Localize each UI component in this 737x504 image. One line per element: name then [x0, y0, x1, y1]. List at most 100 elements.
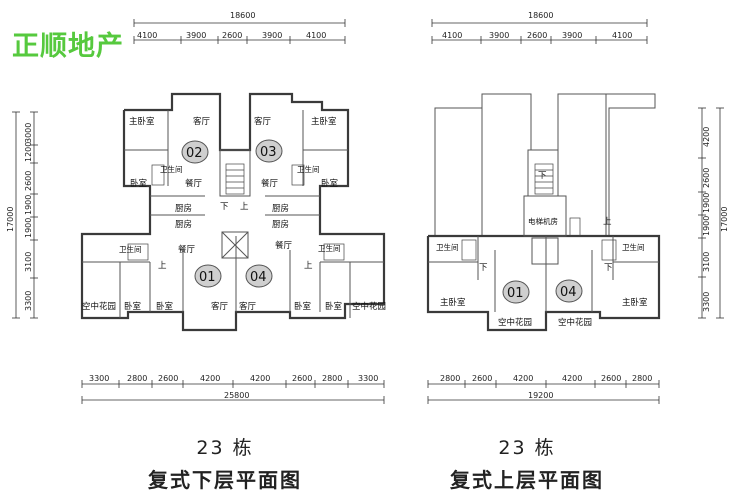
- upper-bottom-dimensions: 2800 2600 4200 4200 2600 2800 19200: [427, 374, 660, 404]
- lower-top-seg-1: 4100: [137, 31, 157, 40]
- upper-top-seg-1: 4100: [442, 31, 462, 40]
- upper-bathroom-01: 卫生间: [436, 242, 459, 252]
- upper-top-seg-4: 3900: [562, 31, 582, 40]
- unit-03-marker: [255, 139, 283, 163]
- upper-right-seg-6: 3300: [702, 292, 711, 312]
- lower-left-seg-1: 3000: [24, 123, 33, 143]
- upper-stairs: [461, 163, 617, 261]
- lower-sky-garden-right: 空中花园: [352, 301, 386, 312]
- lower-stair-up-01: 上: [158, 261, 167, 271]
- upper-building-number: 23 栋: [498, 437, 556, 459]
- lower-building-number: 23 栋: [196, 437, 254, 459]
- lower-stair-up-04: 上: [304, 261, 313, 271]
- upper-bottom-seg-5: 2600: [601, 374, 621, 383]
- lower-bottom-seg-1: 3300: [89, 374, 109, 383]
- upper-top-seg-2: 3900: [489, 31, 509, 40]
- lower-stair-down: 下: [220, 202, 229, 212]
- lower-living-room-03: 客厅: [254, 116, 272, 127]
- upper-right-seg-4: 1900: [702, 216, 711, 236]
- upper-master-bedroom-01: 主卧室: [440, 297, 466, 308]
- lower-living-room-01: 客厅: [211, 301, 229, 312]
- upper-top-dimensions: 18600 4100 3900 2600 3900 4100: [431, 11, 648, 44]
- lower-dining-01: 餐厅: [178, 245, 196, 255]
- upper-elevator-room: 电梯机房: [528, 216, 558, 226]
- upper-unit-01-label: 01: [507, 286, 524, 301]
- upper-bottom-total: 19200: [528, 391, 553, 400]
- upper-bottom-seg-6: 2800: [632, 374, 652, 383]
- lower-living-room-04: 客厅: [239, 301, 257, 312]
- unit-04-marker: [245, 264, 273, 288]
- upper-stair-up: 上: [603, 217, 612, 227]
- upper-stair-down-01: 下: [479, 263, 488, 273]
- upper-bottom-seg-2: 2600: [472, 374, 492, 383]
- upper-bottom-seg-3: 4200: [513, 374, 533, 383]
- upper-bottom-seg-1: 2800: [440, 374, 460, 383]
- lower-master-bedroom-left: 主卧室: [129, 116, 155, 127]
- lower-bedroom-04a: 卧室: [294, 301, 312, 312]
- upper-right-seg-1: 4200: [702, 127, 711, 147]
- upper-right-seg-2: 2600: [702, 168, 711, 188]
- lower-kitchen-3: 厨房: [175, 219, 192, 230]
- lower-bedroom-04b: 卧室: [325, 301, 343, 312]
- lower-bathroom-02: 卫生间: [160, 164, 183, 174]
- upper-top-total: 18600: [528, 11, 553, 20]
- lower-left-seg-6: 3100: [24, 252, 33, 272]
- lower-top-seg-3: 2600: [222, 31, 242, 40]
- upper-unit-markers: 01 04: [502, 279, 583, 304]
- lower-left-seg-3: 2600: [24, 171, 33, 191]
- upper-right-seg-3: 1900: [702, 193, 711, 213]
- upper-stair-down: 下: [538, 171, 547, 181]
- upper-bathroom-04: 卫生间: [622, 242, 645, 252]
- lower-master-bedroom-right: 主卧室: [311, 116, 337, 127]
- lower-bathroom-01: 卫生间: [119, 244, 142, 254]
- lower-bottom-seg-7: 2800: [322, 374, 342, 383]
- upper-floor-plan: 18600 4100 3900 2600 3900 4100 17000: [426, 11, 729, 404]
- lower-bottom-seg-3: 2600: [158, 374, 178, 383]
- lower-kitchen-4: 厨房: [272, 219, 289, 230]
- unit-04-label: 04: [250, 270, 267, 285]
- lower-left-seg-4: 1900: [24, 195, 33, 215]
- lower-unit-markers: 02 03 01 04: [181, 139, 283, 288]
- unit-02-marker: [181, 140, 209, 164]
- lower-left-seg-2: 1200: [24, 142, 33, 162]
- lower-sky-garden-left: 空中花园: [82, 301, 116, 312]
- upper-bottom-seg-4: 4200: [562, 374, 582, 383]
- lower-walls: [80, 92, 386, 332]
- lower-top-total: 18600: [230, 11, 255, 20]
- lower-top-seg-5: 4100: [306, 31, 326, 40]
- lower-left-dimensions: 17000 3000 1200 2600 1900 1900 3100 3300: [6, 111, 38, 319]
- upper-walls: [426, 93, 661, 332]
- lower-bedroom-02: 卧室: [130, 178, 148, 189]
- lower-left-total: 17000: [6, 207, 15, 232]
- unit-02-label: 02: [186, 146, 203, 161]
- upper-sky-garden-01: 空中花园: [498, 317, 532, 328]
- upper-right-dimensions: 17000 4200 2600 1900 1900 3100 3300: [698, 107, 729, 319]
- upper-sky-garden-04: 空中花园: [558, 317, 592, 328]
- lower-plan-title: 复式下层平面图: [148, 468, 302, 492]
- upper-unit-04-marker: [555, 279, 583, 303]
- lower-dining-02: 餐厅: [185, 179, 203, 189]
- lower-bedroom-01b: 卧室: [156, 301, 174, 312]
- lower-floor-plan: 18600 4100 3900 2600 3900 4100 17000: [6, 11, 386, 404]
- lower-left-seg-7: 3300: [24, 291, 33, 311]
- lower-bottom-total: 25800: [224, 391, 249, 400]
- lower-living-room-02: 客厅: [193, 116, 211, 127]
- lower-bottom-dimensions: 3300 2800 2600 4200 4200 2600 2800 3300 …: [81, 374, 385, 404]
- lower-room-labels: 主卧室 客厅 客厅 主卧室 卫生间 卫生间 卧室 餐厅 餐厅 卧室 厨房 厨房 …: [82, 116, 386, 312]
- lower-bottom-seg-8: 3300: [358, 374, 378, 383]
- lower-top-seg-4: 3900: [262, 31, 282, 40]
- unit-01-marker: [194, 264, 222, 288]
- lower-top-seg-2: 3900: [186, 31, 206, 40]
- lower-bottom-seg-5: 4200: [250, 374, 270, 383]
- upper-room-labels: 下 上 电梯机房 卫生间 卫生间 下 下 主卧室 主卧室 空中花园 空中花园: [436, 171, 648, 328]
- lower-bedroom-03: 卧室: [321, 178, 339, 189]
- brand-logo-text: 正顺地产: [12, 31, 124, 62]
- lower-bottom-seg-6: 2600: [292, 374, 312, 383]
- lower-stair-up: 上: [240, 202, 249, 212]
- lower-dining-03: 餐厅: [261, 179, 279, 189]
- upper-right-seg-5: 3100: [702, 252, 711, 272]
- lower-dining-04: 餐厅: [275, 241, 293, 251]
- lower-kitchen-1: 厨房: [175, 203, 192, 214]
- lower-bedroom-01a: 卧室: [124, 301, 142, 312]
- unit-03-label: 03: [260, 145, 277, 160]
